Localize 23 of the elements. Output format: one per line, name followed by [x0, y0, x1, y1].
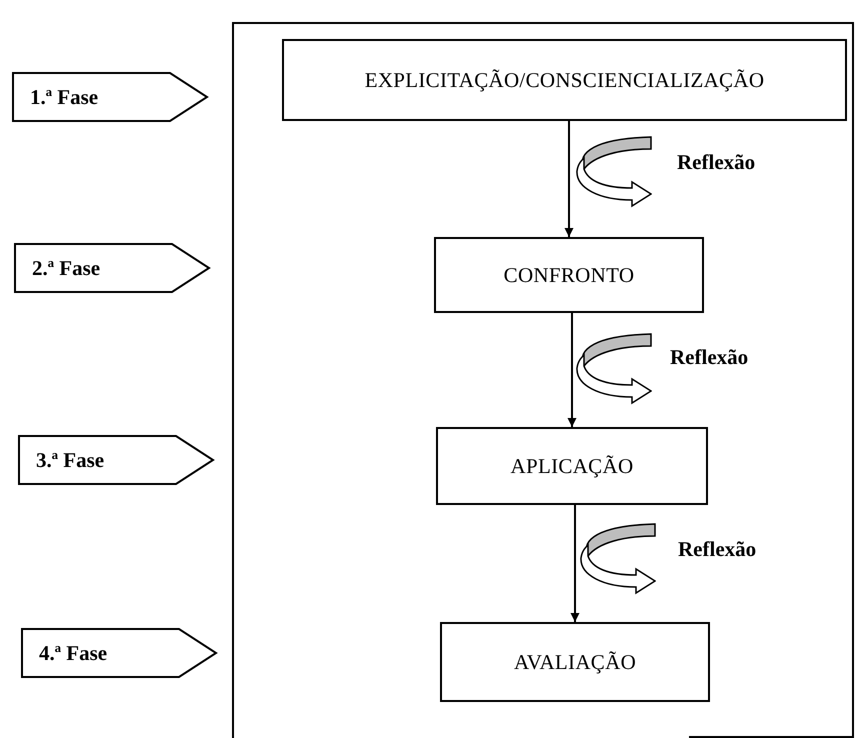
phase-label: 1.ª Fase: [30, 84, 98, 110]
reflection-label: Reflexão: [678, 537, 756, 562]
phase-label: 2.ª Fase: [32, 256, 100, 280]
process-box: [282, 39, 847, 121]
phase-arrow-box: [21, 628, 217, 678]
phase-label: 3.ª Fase: [36, 448, 104, 472]
process-box: [434, 237, 704, 313]
reflection-label: Reflexão: [677, 150, 756, 175]
step-label: APLICAÇÃO: [510, 454, 634, 478]
phase-arrow-box: [14, 243, 210, 293]
arrow: [570, 505, 580, 622]
process-box: [436, 427, 708, 505]
frame-box: [232, 22, 854, 738]
phase-label: 4.ª Fase: [39, 640, 108, 666]
step-label: CONFRONTO: [504, 262, 634, 288]
arrow: [568, 313, 576, 427]
step-label: AVALIAÇÃO: [514, 650, 636, 674]
reflection-label: Reflexão: [670, 345, 748, 370]
step-label: EXPLICITAÇÃO/CONSCIENCIALIZAÇÃO: [364, 68, 764, 92]
process-box: [440, 622, 710, 702]
phase-arrow-box: [18, 435, 214, 485]
arrow: [564, 121, 574, 237]
phase-arrow-box: [12, 72, 208, 122]
